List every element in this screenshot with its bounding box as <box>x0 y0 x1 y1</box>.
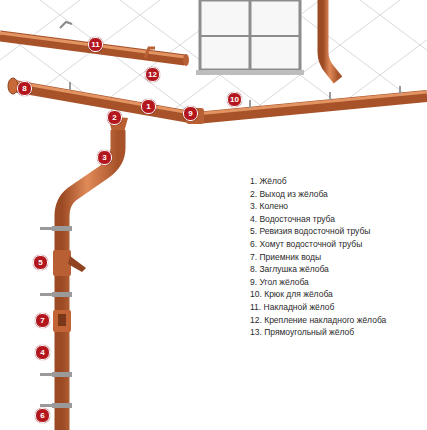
callout-number: 5 <box>33 255 48 270</box>
roof-grid <box>0 0 427 120</box>
legend-line: 10. Крюк для жёлоба <box>250 289 333 300</box>
legend-line: 9. Угол жёлоба <box>250 277 309 288</box>
legend-line: 8. Заглушка жёлоба <box>250 264 329 275</box>
callout-number: 9 <box>183 106 198 121</box>
window <box>196 0 304 75</box>
callout-number: 10 <box>227 92 242 107</box>
gutter <box>8 78 427 124</box>
legend-line: 1. Жёлоб <box>250 176 287 187</box>
legend-line: 11. Накладной жёлоб <box>250 302 334 313</box>
callout-number: 7 <box>35 313 50 328</box>
legend-line: 2. Выход из жёлоба <box>250 189 328 200</box>
legend-line: 12. Крепление накладного жёлоба <box>250 315 386 326</box>
legend-line: 7. Приемник воды <box>250 252 321 263</box>
downpipe-system <box>40 116 128 430</box>
legend-line: 3. Колено <box>250 201 288 212</box>
callout-number: 4 <box>35 345 50 360</box>
overlay-gutter <box>0 22 189 66</box>
callout-number: 3 <box>97 150 112 165</box>
legend-line: 13. Прямоугольный жёлоб <box>250 327 354 338</box>
callout-number: 1 <box>141 99 156 114</box>
callout-number: 6 <box>35 408 50 423</box>
callout-number: 2 <box>107 110 122 125</box>
callout-number: 12 <box>145 67 160 82</box>
legend-line: 6. Хомут водосточной трубы <box>250 239 362 250</box>
legend-line: 5. Ревизия водосточной трубы <box>250 226 370 237</box>
callout-number: 11 <box>88 37 103 52</box>
callout-number: 8 <box>17 81 32 96</box>
legend-line: 4. Водосточная труба <box>250 214 335 225</box>
downpipe <box>323 0 338 80</box>
